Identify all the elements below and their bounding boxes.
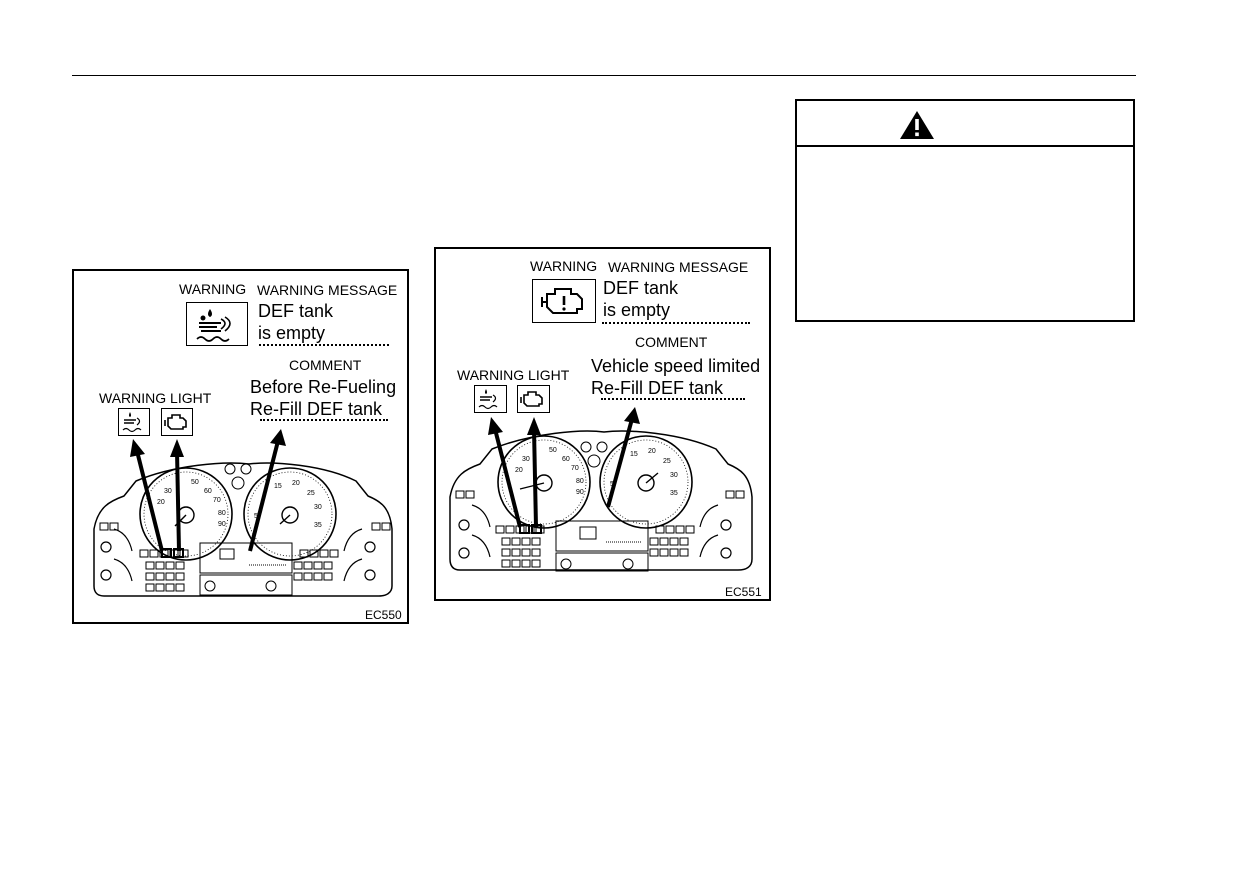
svg-text:5: 5: [254, 513, 258, 520]
svg-text:90: 90: [218, 521, 226, 528]
svg-text:30: 30: [522, 456, 530, 463]
svg-text:20: 20: [648, 448, 656, 455]
svg-text:50: 50: [549, 447, 557, 454]
svg-text:80: 80: [218, 510, 226, 517]
warning-triangle-icon: [899, 110, 935, 145]
svg-text:35: 35: [670, 490, 678, 497]
message-line-1: DEF tank: [603, 278, 679, 298]
comment-line-1: Vehicle speed limited: [591, 356, 761, 376]
svg-text:20: 20: [157, 499, 165, 506]
figure-code: EC550: [365, 608, 402, 622]
svg-text:5: 5: [610, 481, 614, 488]
comment-line-2: Re-Fill DEF tank: [591, 378, 724, 398]
svg-text:25: 25: [307, 490, 315, 497]
def-fluid-icon: [186, 302, 248, 346]
figure-ec551: WARNING WARNING MESSAGE DEF tank is empt…: [434, 247, 771, 601]
svg-text:30: 30: [314, 504, 322, 511]
svg-text:70: 70: [571, 465, 579, 472]
svg-text:15: 15: [274, 483, 282, 490]
svg-text:25: 25: [663, 458, 671, 465]
svg-text:60: 60: [562, 456, 570, 463]
figure-ec550: WARNING WARNING MESSAGE DEF tank is empt…: [72, 269, 409, 624]
message-line-2: is empty: [603, 300, 671, 320]
message-line-2: is empty: [258, 323, 326, 343]
comment-label: COMMENT: [289, 357, 362, 373]
comment-underline: [260, 419, 388, 421]
comment-underline: [601, 398, 745, 400]
caution-box-header: [797, 101, 1133, 147]
warning-light-label: WARNING LIGHT: [457, 367, 570, 383]
svg-text:30: 30: [670, 472, 678, 479]
caution-box: [795, 99, 1135, 322]
svg-text:50: 50: [191, 479, 199, 486]
message-line-1: DEF tank: [258, 301, 334, 321]
svg-text:90: 90: [576, 489, 584, 496]
comment-label: COMMENT: [635, 334, 708, 350]
figure-code: EC551: [725, 585, 762, 599]
check-engine-warning-icon: [532, 279, 596, 323]
svg-text:35: 35: [314, 522, 322, 529]
svg-text:60: 60: [204, 488, 212, 495]
comment-line-1: Before Re-Fueling: [250, 377, 397, 397]
svg-text:80: 80: [576, 478, 584, 485]
message-underline: [259, 344, 389, 346]
def-warning-light-icon: [474, 385, 507, 413]
check-engine-light-icon: [161, 408, 193, 436]
warning-message-header: WARNING MESSAGE: [608, 259, 749, 275]
warning-header: WARNING: [530, 258, 598, 274]
svg-text:70: 70: [213, 497, 221, 504]
check-engine-light-icon: [517, 385, 550, 413]
svg-text:15: 15: [630, 451, 638, 458]
svg-text:20: 20: [515, 467, 523, 474]
comment-line-2: Re-Fill DEF tank: [250, 399, 383, 419]
warning-light-label: WARNING LIGHT: [99, 390, 212, 406]
def-warning-light-icon: [118, 408, 150, 436]
message-underline: [602, 322, 750, 324]
svg-text:20: 20: [292, 480, 300, 487]
top-rule: [72, 75, 1136, 76]
svg-text:30: 30: [164, 488, 172, 495]
warning-message-header: WARNING MESSAGE: [257, 282, 398, 298]
warning-header: WARNING: [179, 281, 247, 297]
